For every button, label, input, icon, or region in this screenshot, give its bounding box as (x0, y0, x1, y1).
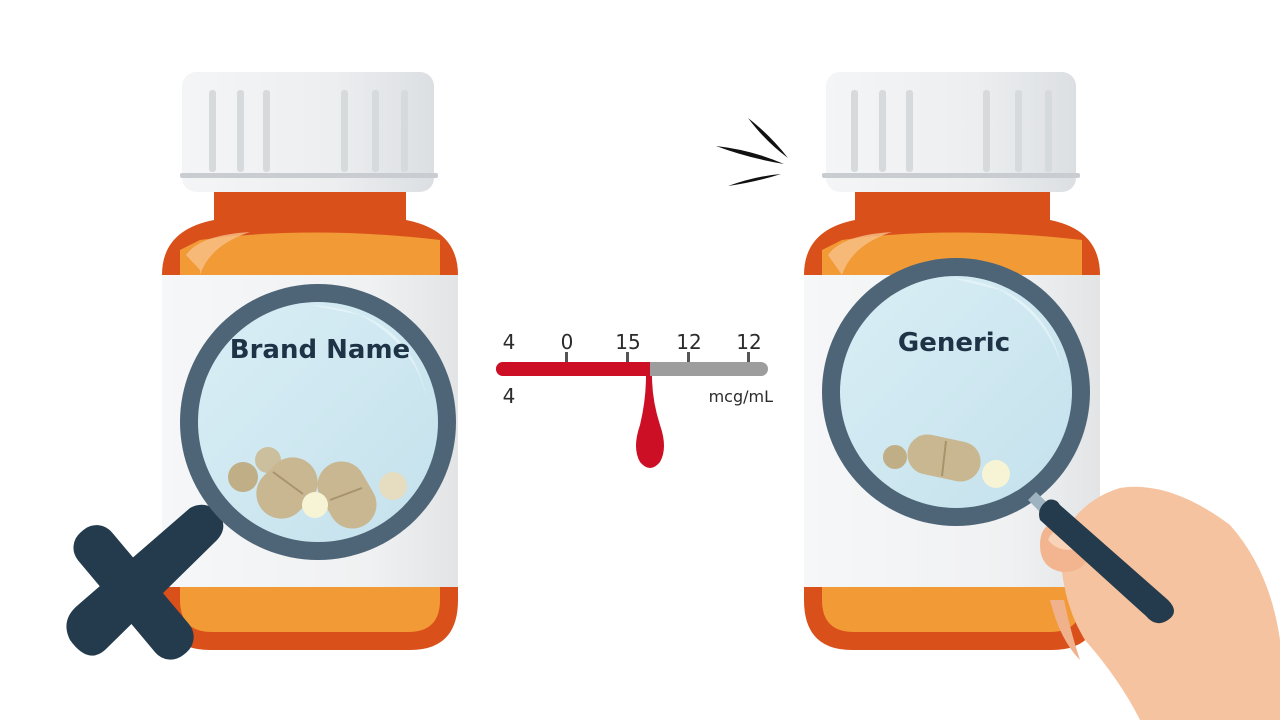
attention-spark-icon (716, 118, 788, 186)
magnifier-handle (1039, 499, 1174, 624)
brand-bottle-cap (180, 72, 438, 192)
generic-bottle-cap (822, 72, 1080, 192)
brand-magnifier: Brand Name (66, 284, 456, 660)
blood-drop-icon (636, 376, 664, 468)
generic-pills (883, 434, 1010, 488)
scale-tick-1: 4 (503, 330, 516, 354)
hand (1039, 486, 1280, 720)
scale-tick-2: 0 (561, 330, 574, 354)
scale-tick-4: 12 (676, 330, 701, 354)
brand-name-label: Brand Name (230, 335, 410, 365)
scale-tick-5: 12 (736, 330, 761, 354)
concentration-scale: 4 0 15 12 12 4 mcg/mL (496, 330, 773, 468)
scale-unit-label: mcg/mL (709, 387, 774, 406)
scale-min-label: 4 (503, 384, 516, 408)
generic-label: Generic (898, 328, 1010, 358)
scale-fill (496, 362, 650, 376)
generic-magnifier: Generic (822, 258, 1090, 526)
scale-tick-3: 15 (615, 330, 640, 354)
brand-pills (228, 447, 407, 529)
